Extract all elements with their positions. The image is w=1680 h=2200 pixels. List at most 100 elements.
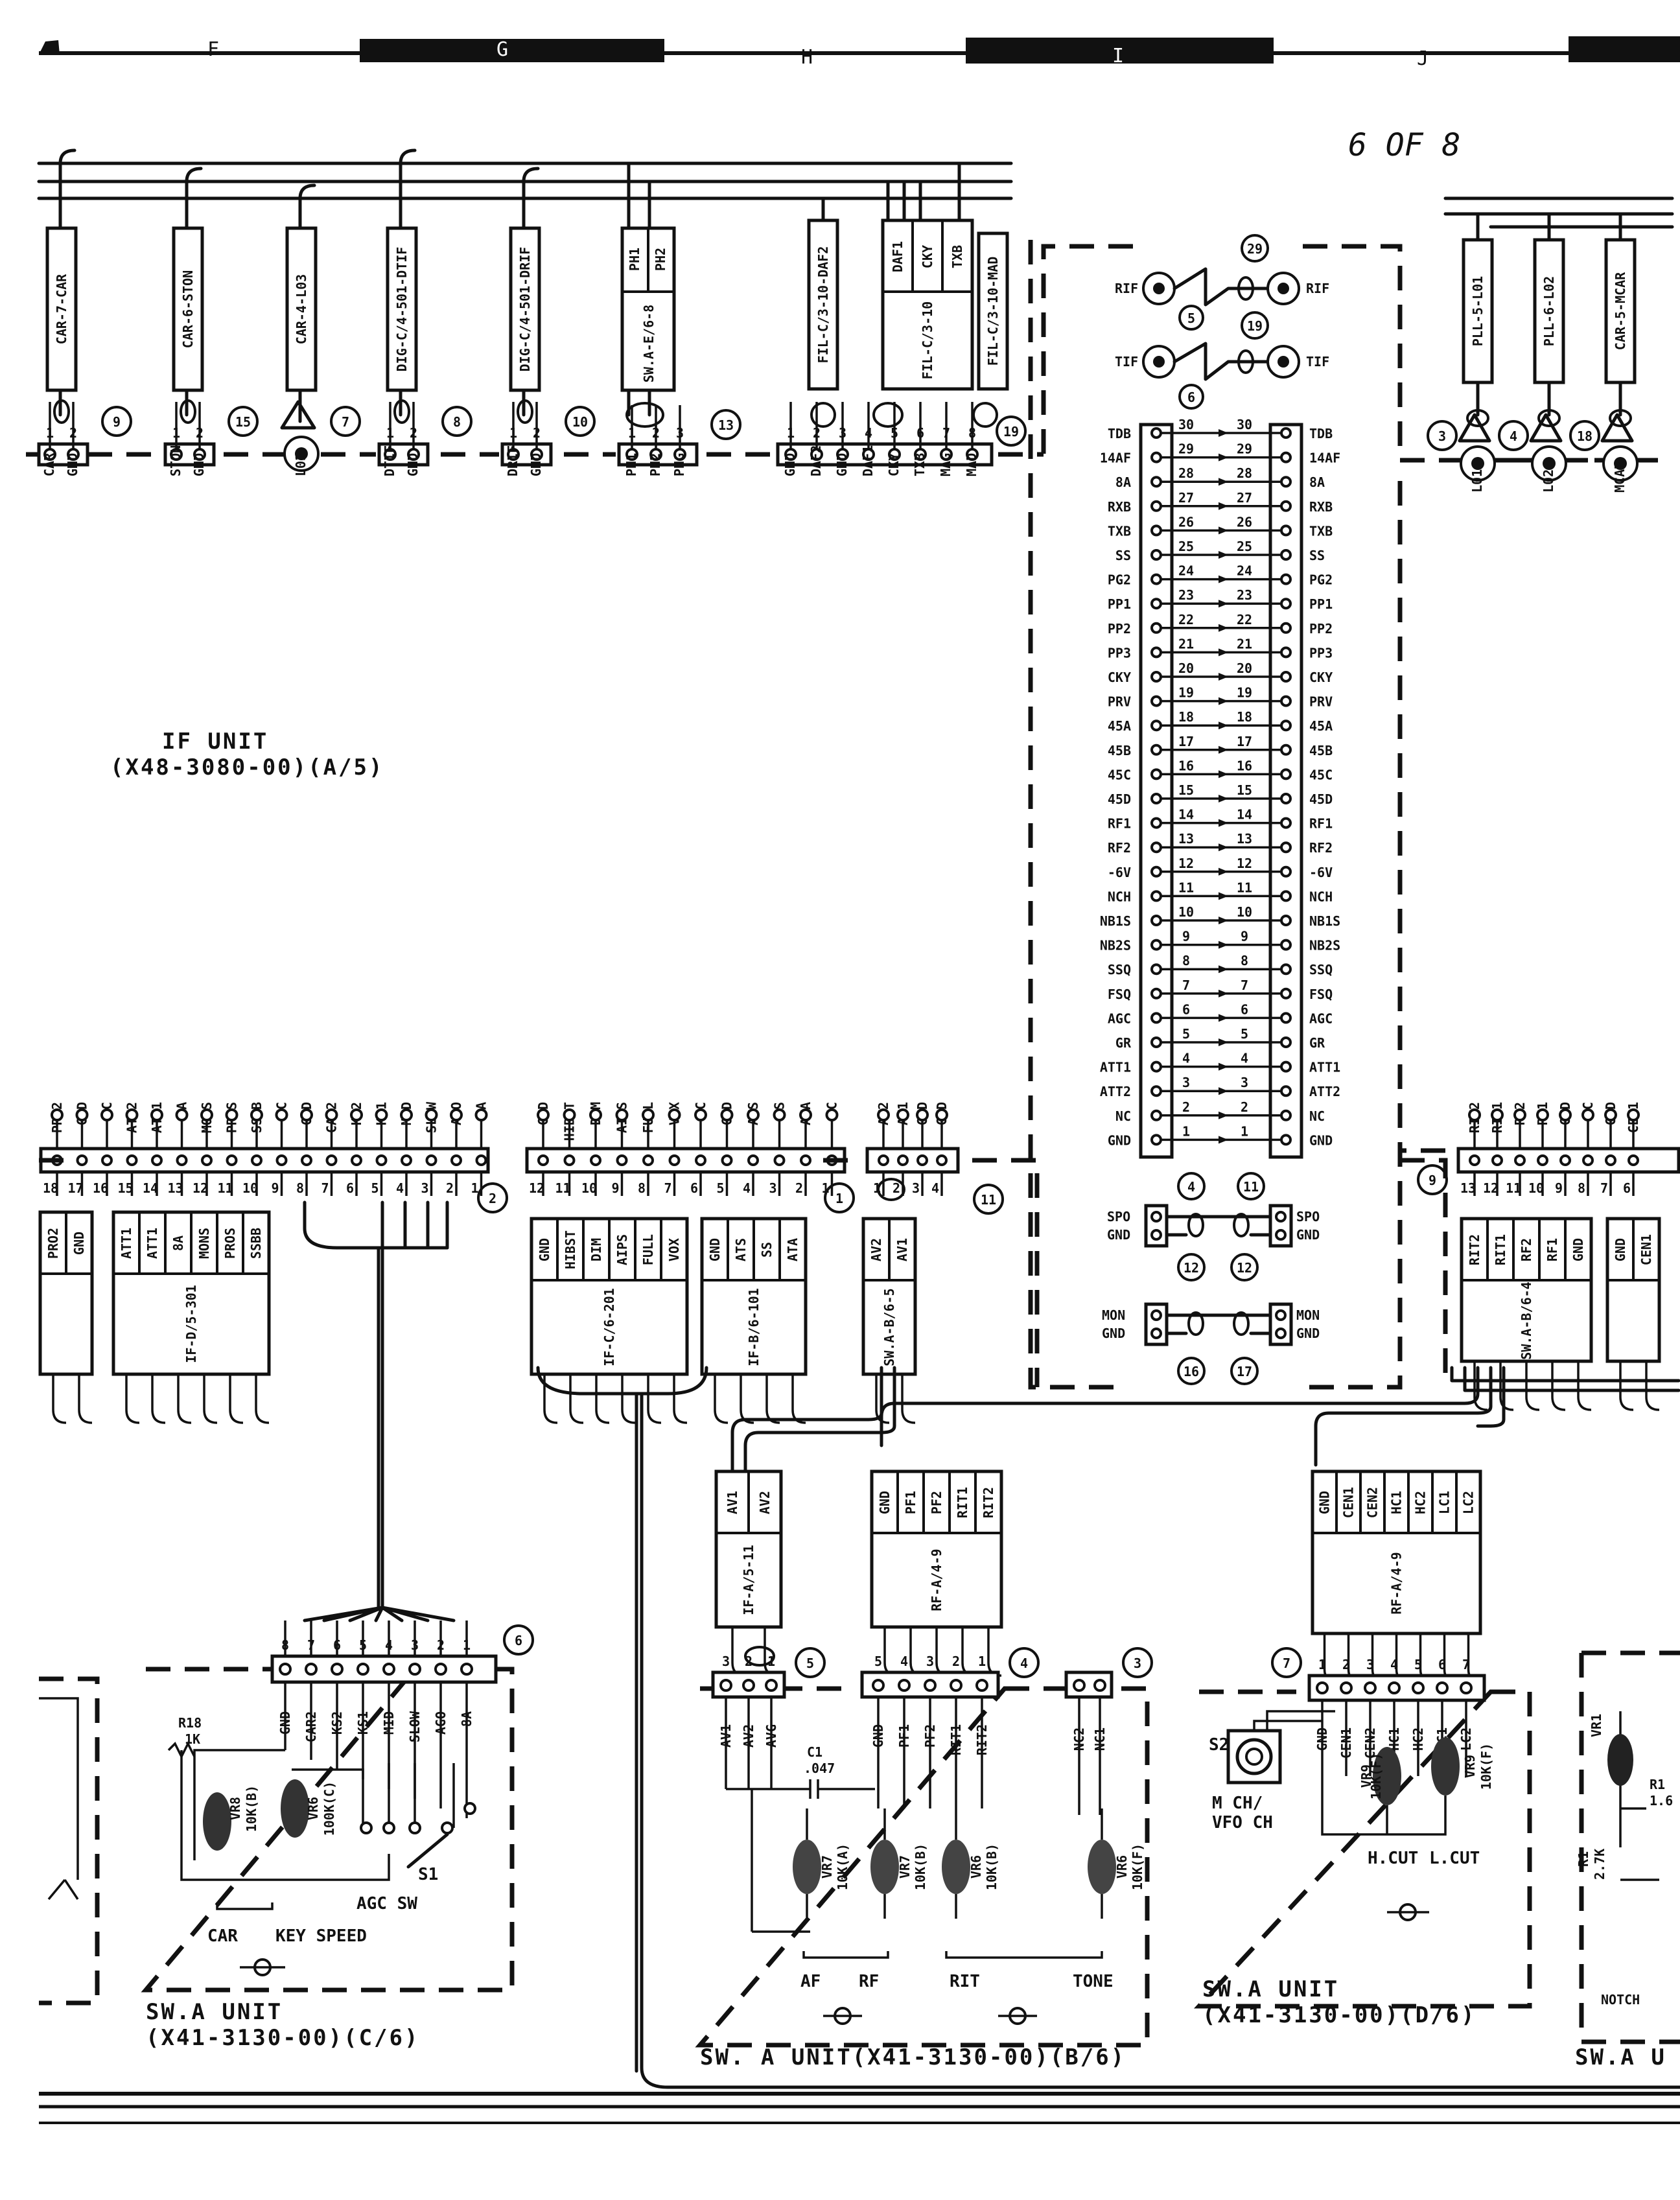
harness-pin-16-arrow (1219, 770, 1228, 778)
sw-b-conn4-pin (872, 1679, 885, 1692)
harness-pin-11-l (1150, 890, 1162, 902)
harness-pin-6-l (1150, 1012, 1162, 1024)
harness-pin-15-sig-l: 45D (1108, 791, 1131, 807)
sw-b-conn3-num-ring (1122, 1647, 1153, 1678)
conn9r-box-a-box (1460, 1217, 1593, 1363)
harness-pin-4-l (1150, 1060, 1162, 1073)
sw-d-vr9b-label: VR9 (1462, 1755, 1478, 1778)
harness-pin-23-r (1280, 598, 1292, 610)
pll-conn-1-cable: PLL-5-L01 (1470, 276, 1486, 346)
conn2-toppin (375, 1108, 388, 1121)
left-edge-fragment (39, 1676, 100, 2006)
conn2-pinnum: 6 (346, 1180, 354, 1196)
harness-pin-14-num-r: 14 (1237, 807, 1252, 823)
harness-pin-21-arrow (1219, 648, 1228, 657)
conn2-toppin (100, 1108, 113, 1121)
sw-b-conn5-num-ring (795, 1647, 826, 1678)
harness-pin-27-sig-l: RXB (1108, 499, 1131, 515)
mon-num-right: 17 (1230, 1357, 1259, 1385)
pll-conn-1-core (1471, 457, 1484, 470)
conn2-pinnum: 3 (421, 1180, 428, 1196)
sw-d-pin (1388, 1681, 1401, 1694)
harness-pin-5-sig-r: GR (1309, 1035, 1325, 1051)
conn2-toppin (300, 1108, 313, 1121)
harness-pin-19-l (1150, 695, 1162, 707)
conn1-pinnum: 10 (581, 1180, 597, 1196)
sw-d-s2-core (1245, 1748, 1263, 1766)
conn2-pin (201, 1154, 213, 1166)
conn2-pin (301, 1154, 312, 1166)
harness-pin-25-l (1150, 549, 1162, 561)
top-conn-5-cable-box (509, 226, 541, 392)
pll-conn-2-tri (1529, 413, 1563, 443)
harness-pin-1-num-r: 1 (1241, 1123, 1248, 1139)
harness-pin-14-l (1150, 817, 1162, 829)
conn9r-pinnum: 11 (1506, 1180, 1521, 1196)
sw-d-cable-box (1311, 1469, 1482, 1635)
harness-pin-17-r (1280, 743, 1292, 756)
sw-c-switch-pos (360, 1821, 373, 1834)
top-conn-7-sig: GND (834, 453, 850, 476)
harness-pin-9-num-l: 9 (1182, 929, 1190, 944)
conn2-toppin (225, 1108, 239, 1121)
conn1-box-b-outwire (740, 1374, 754, 1424)
sw-c-pin (460, 1663, 473, 1676)
sw-b-pot-val: 10K(F) (1130, 1843, 1145, 1890)
harness-pin-5-arrow (1219, 1038, 1228, 1046)
conn1-pinnum: 7 (664, 1180, 671, 1196)
mon-gnd-label-left: GND (1102, 1326, 1125, 1341)
conn9r-toppin (1559, 1108, 1572, 1121)
harness-pin-11-arrow (1219, 892, 1228, 900)
harness-pin-2-sig-r: NC (1309, 1108, 1325, 1124)
conn2-pin (401, 1154, 412, 1166)
sw-c-r18-val: 1K (185, 1731, 200, 1747)
harness-pin-26-arrow (1219, 526, 1228, 535)
harness-pin-28-num-r: 28 (1237, 465, 1252, 481)
conn2-pinnum: 13 (167, 1180, 183, 1196)
conn11-pin (897, 1154, 909, 1166)
top-conn-1-pin (67, 448, 80, 461)
sw-c-keyspeed-label: KEY SPEED (275, 1926, 367, 1946)
conn1-pin (800, 1154, 811, 1166)
harness-pin-27-r (1280, 500, 1292, 512)
harness-pin-22-num-r: 22 (1237, 612, 1252, 627)
sw-c-pin (382, 1663, 395, 1676)
sw-b-conn5-cable-sig: AV1 (725, 1491, 740, 1514)
sw-d-cable-sig: HC1 (1389, 1491, 1405, 1514)
top-conn-5-pin (530, 448, 543, 461)
harness-pin-9-arrow (1219, 941, 1228, 949)
harness-pin-23-arrow (1219, 600, 1228, 608)
sw-c-r18-zig (167, 1741, 196, 1759)
harness-pin-8-num-r: 8 (1241, 953, 1248, 968)
sw-c-num-ring (503, 1624, 534, 1656)
conn2-pin (176, 1154, 188, 1166)
harness-pin-20-sig-r: CKY (1309, 670, 1333, 685)
harness-pin-18-r (1280, 720, 1292, 732)
harness-pin-14-num-l: 14 (1178, 807, 1194, 823)
harness-pin-6-sig-l: AGC (1108, 1011, 1131, 1026)
harness-pin-13-num-l: 13 (1178, 831, 1194, 847)
conn9r-pin (1469, 1154, 1480, 1166)
conn11-toppin (935, 1108, 948, 1121)
sw-b-conn4-pin (950, 1679, 962, 1692)
harness-pin-26-l (1150, 524, 1162, 537)
conn2-pin (251, 1154, 262, 1166)
top-conn-4-bend (399, 148, 417, 165)
conn9r-box-a-sig: RF2 (1519, 1238, 1534, 1261)
harness-pin-4-sig-r: ATT1 (1309, 1060, 1340, 1075)
top-conn-7-cable-box (807, 218, 839, 391)
sw-b-gnd-run (751, 1789, 810, 1933)
sw-d-lcut-label: L.CUT (1429, 1849, 1480, 1868)
conn11-toppin (877, 1108, 890, 1121)
conn2-toppin (400, 1108, 413, 1121)
top-conn-2-cable: CAR-6-STON (180, 270, 196, 348)
harness-pin-3-sig-l: ATT2 (1100, 1084, 1131, 1099)
sw-c-frame (141, 1667, 515, 1993)
pll-conn-2-cable: PLL-6-L02 (1541, 276, 1557, 346)
conn1-pin (773, 1154, 786, 1166)
mon-label-left: MON (1102, 1307, 1125, 1323)
conn1-box-b-outwire (714, 1374, 729, 1424)
harness-pin-4-r (1280, 1060, 1292, 1073)
top-conn-2-num-ring (228, 406, 259, 437)
